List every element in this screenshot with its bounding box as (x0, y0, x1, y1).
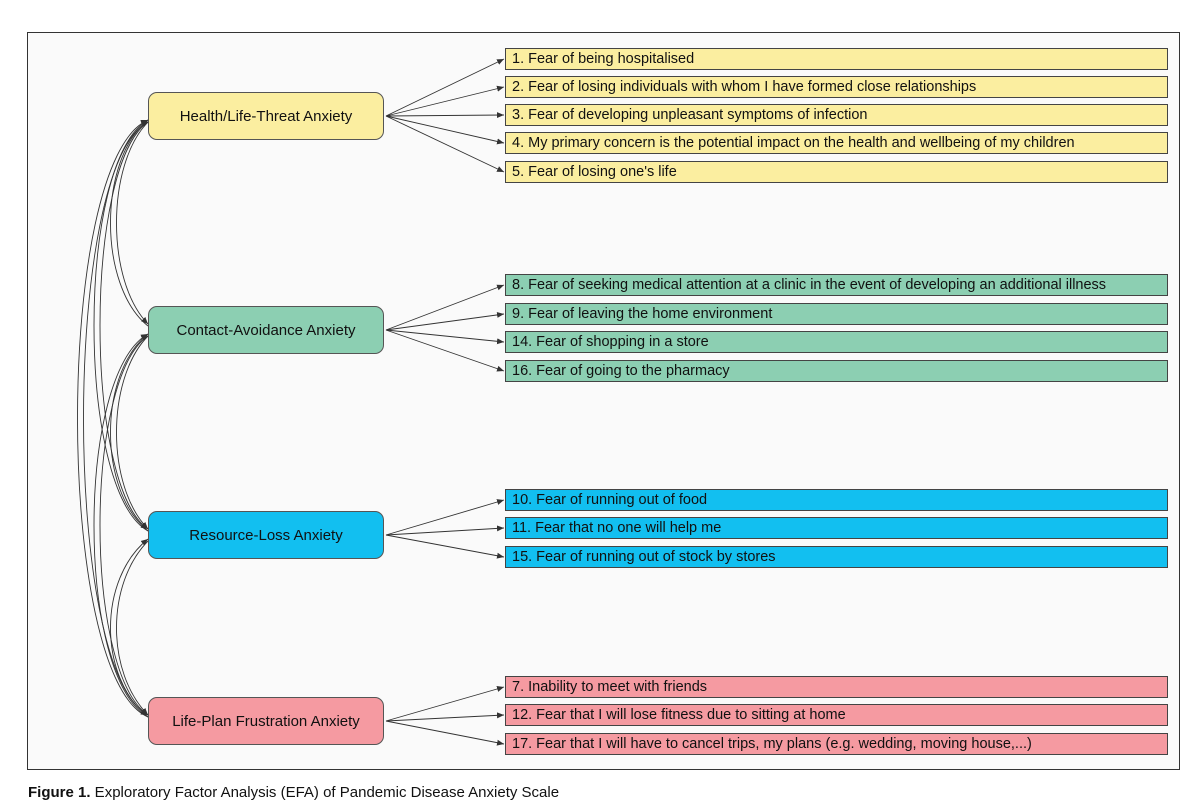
loading-arrow (385, 85, 505, 117)
item-box: 11. Fear that no one will help me (505, 517, 1168, 539)
correlation-arrow (116, 335, 149, 530)
correlation-arrow (99, 335, 149, 716)
item-box: 1. Fear of being hospitalised (505, 48, 1168, 70)
factor-box: Contact-Avoidance Anxiety (148, 306, 384, 354)
loading-arrow (385, 534, 505, 559)
item-box: 8. Fear of seeking medical attention at … (505, 274, 1168, 296)
correlation-arrow (110, 538, 149, 718)
loading-arrow (385, 329, 505, 345)
factor-box: Resource-Loss Anxiety (148, 511, 384, 559)
diagram-frame (27, 32, 1180, 770)
loading-arrow (385, 712, 505, 722)
item-box: 15. Fear of running out of stock by stor… (505, 546, 1168, 568)
item-box: 2. Fear of losing individuals with whom … (505, 76, 1168, 98)
loading-arrow (385, 499, 505, 536)
item-box: 3. Fear of developing unpleasant symptom… (505, 104, 1168, 126)
item-box: 9. Fear of leaving the home environment (505, 303, 1168, 325)
correlation-arrow (83, 121, 149, 716)
item-box: 7. Inability to meet with friends (505, 676, 1168, 698)
correlation-arrow (93, 333, 149, 718)
factor-box: Life-Plan Frustration Anxiety (148, 697, 384, 745)
figure-caption-label: Figure 1. (28, 784, 91, 801)
loading-arrow (385, 525, 505, 536)
item-box: 14. Fear of shopping in a store (505, 331, 1168, 353)
item-box: 17. Fear that I will have to cancel trip… (505, 733, 1168, 755)
factor-box: Health/Life-Threat Anxiety (148, 92, 384, 140)
correlation-arrow (116, 540, 149, 716)
item-box: 4. My primary concern is the potential i… (505, 132, 1168, 154)
loading-arrow (385, 115, 505, 145)
loading-arrow (385, 329, 505, 372)
correlation-arrow (99, 121, 149, 530)
correlation-arrow (77, 119, 149, 718)
loading-arrow (385, 686, 505, 722)
item-box: 5. Fear of losing one's life (505, 161, 1168, 183)
loading-arrow (385, 311, 505, 331)
loading-arrow (385, 720, 505, 746)
correlation-arrow (110, 119, 149, 327)
figure-caption-text: Exploratory Factor Analysis (EFA) of Pan… (90, 784, 560, 801)
loading-arrow (385, 115, 505, 173)
loading-arrow (385, 58, 505, 117)
loading-arrow (385, 284, 505, 331)
loading-arrow (385, 112, 505, 119)
figure-caption: Figure 1. Exploratory Factor Analysis (E… (28, 784, 559, 801)
item-box: 16. Fear of going to the pharmacy (505, 360, 1168, 382)
correlation-arrow (116, 121, 149, 325)
correlation-arrow (110, 333, 149, 532)
item-box: 10. Fear of running out of food (505, 489, 1168, 511)
item-box: 12. Fear that I will lose fitness due to… (505, 704, 1168, 726)
